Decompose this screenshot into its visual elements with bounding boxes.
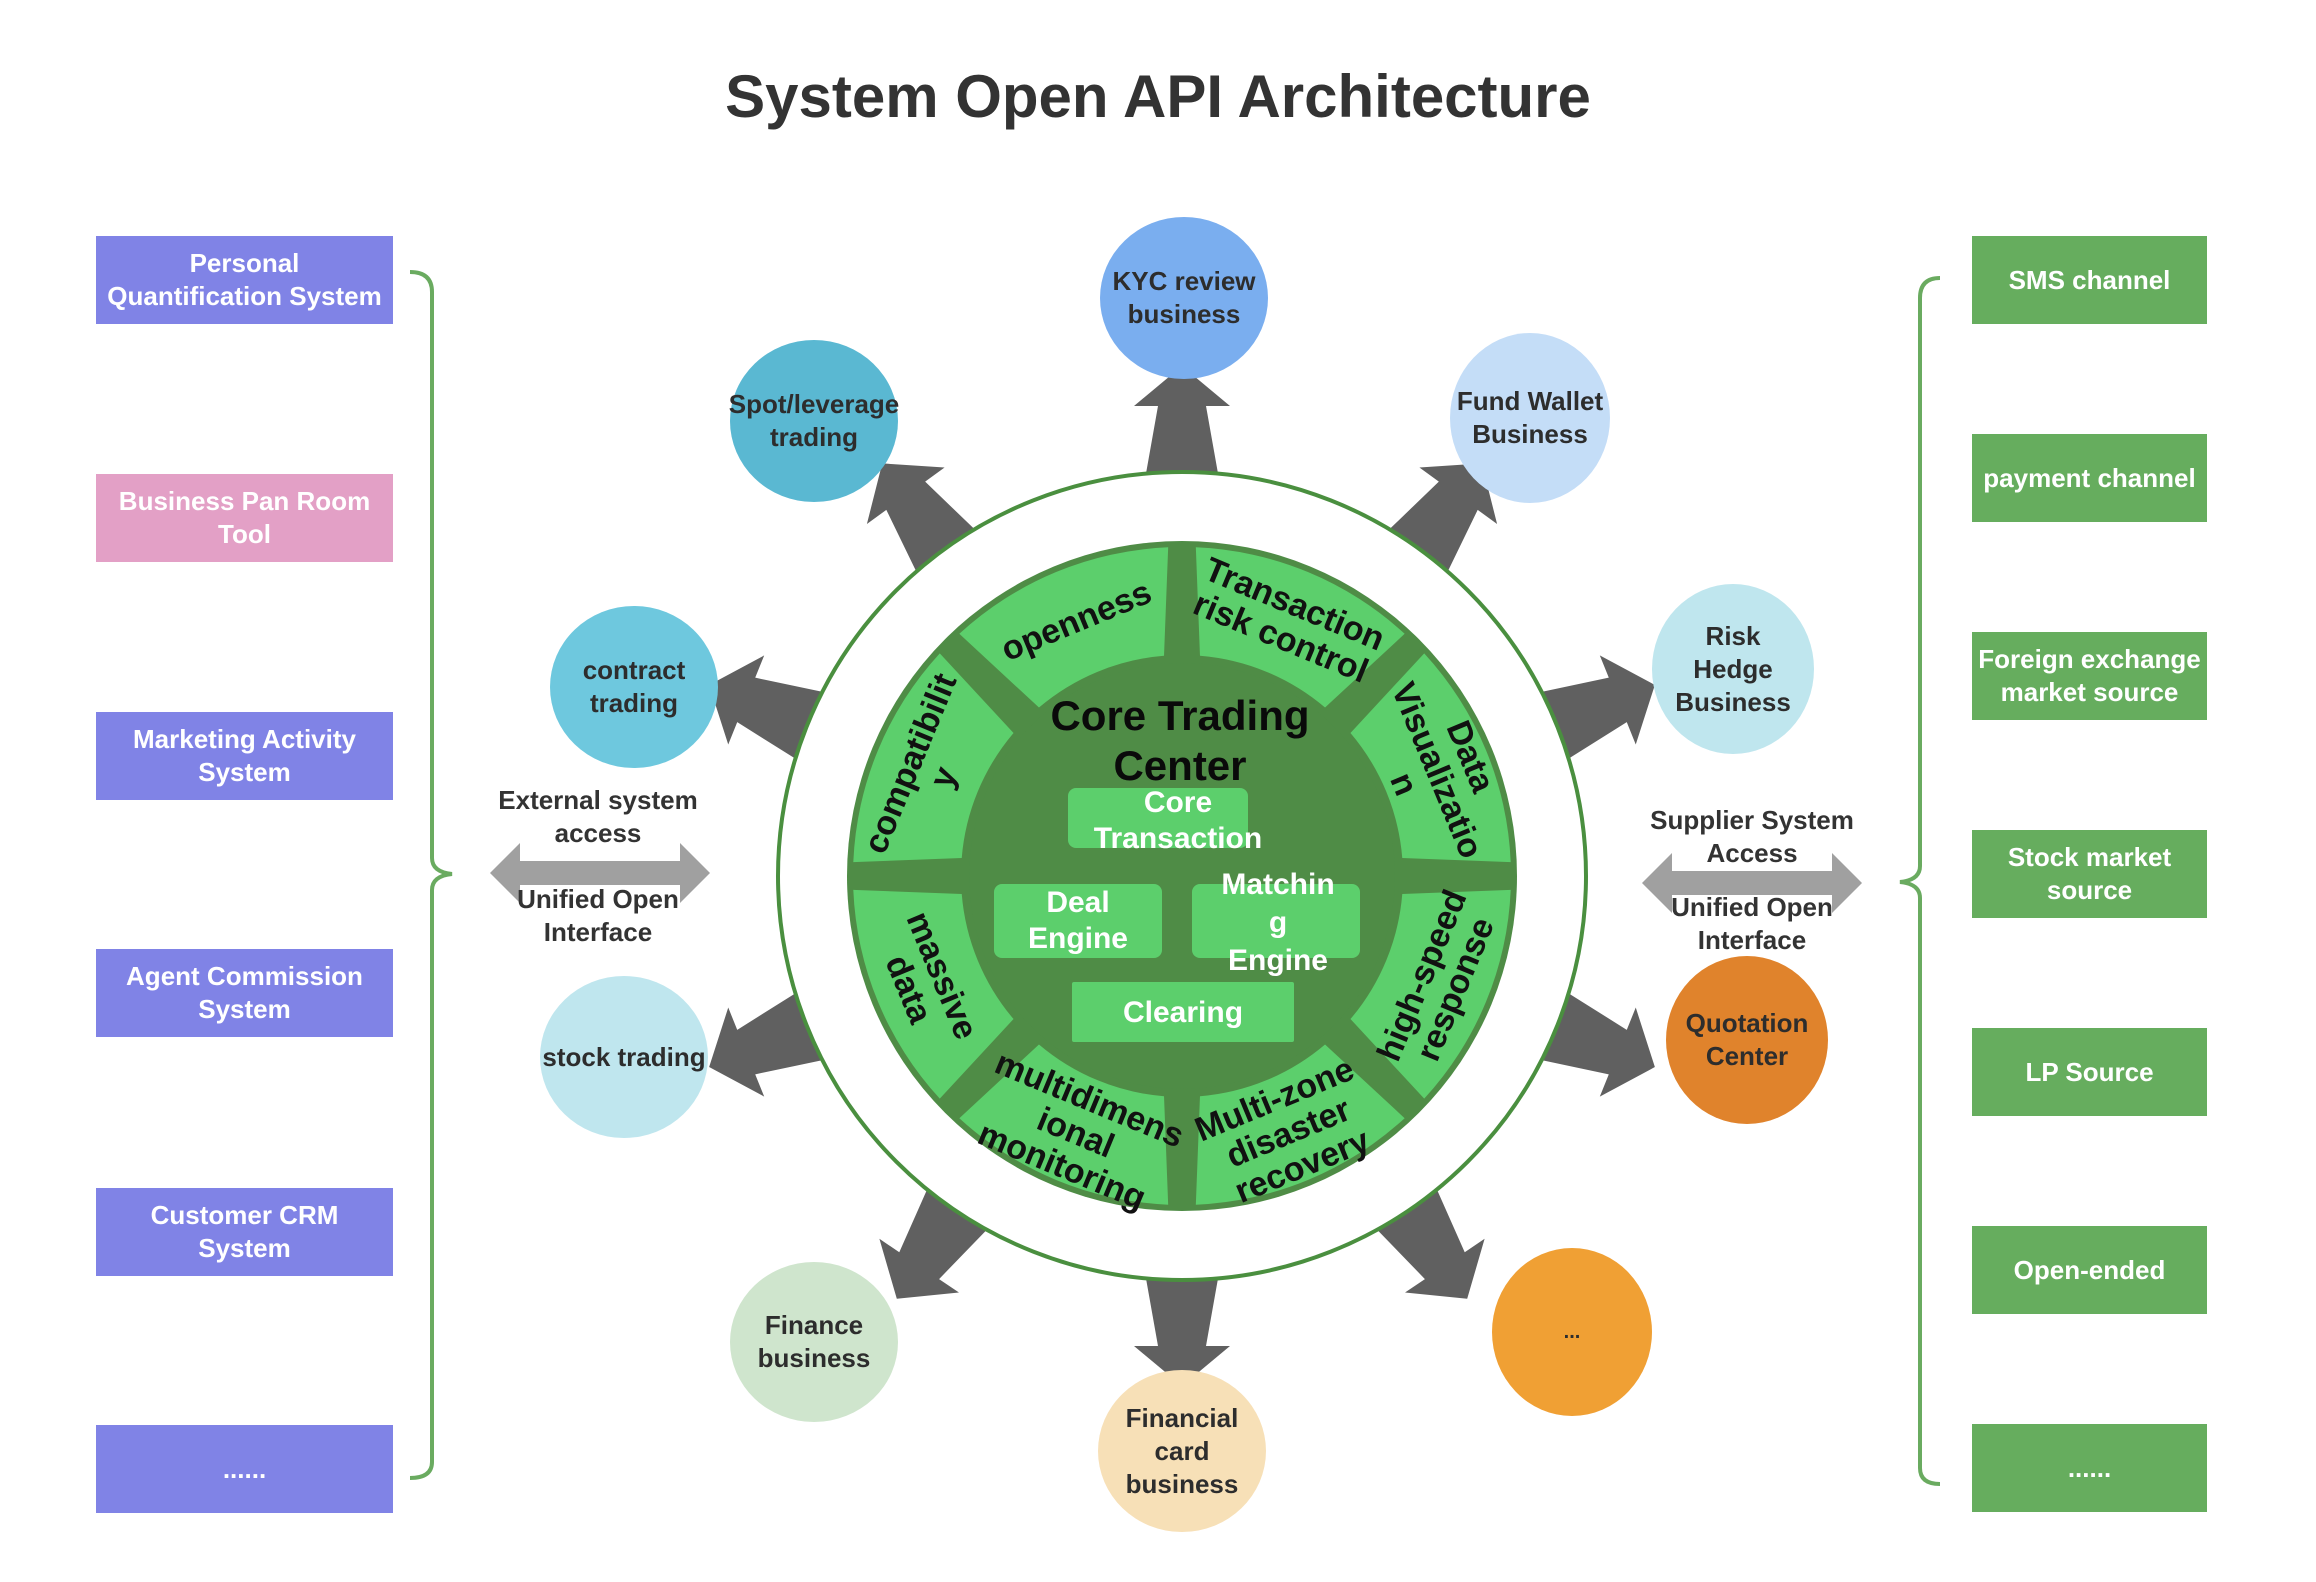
module-clearing-label: Clearing	[1123, 996, 1243, 1029]
module-clearing[interactable]: Clearing	[1072, 982, 1294, 1042]
node-quotation-center[interactable]: Quotation Center	[1666, 956, 1828, 1124]
node-fund-wallet-business[interactable]: Fund Wallet Business	[1450, 333, 1610, 503]
feature-segment-transaction-risk-control[interactable]	[1195, 547, 1405, 708]
right-system-more[interactable]: ......	[1972, 1424, 2207, 1512]
left-connector-label-bottom: Unified Open Interface	[517, 884, 679, 947]
node-finance-business[interactable]: Finance business	[730, 1262, 898, 1422]
left-system-business-pan-room[interactable]: Business Pan Room Tool	[96, 474, 393, 562]
right-connector-label-bottom: Unified Open Interface	[1671, 892, 1833, 955]
node-kyc-review-business[interactable]: KYC review business	[1100, 217, 1268, 379]
left-connector-arrow	[490, 843, 710, 903]
right-system-payment-channel[interactable]: payment channel	[1972, 434, 2207, 522]
node-financial-card-business[interactable]: Financial card business	[1098, 1370, 1266, 1532]
module-matching-engine-line3: Engine	[1228, 944, 1328, 977]
left-system-customer-crm[interactable]: Customer CRM System	[96, 1188, 393, 1276]
left-connector-label-top: External system access	[498, 785, 698, 848]
feature-segment-massive-data[interactable]	[853, 889, 1014, 1099]
core-title-line1: Core Trading	[1050, 692, 1309, 739]
left-system-more[interactable]: ......	[96, 1425, 393, 1513]
right-system-open-ended[interactable]: Open-ended	[1972, 1226, 2207, 1314]
module-deal-engine-line1: Deal	[1046, 886, 1109, 919]
node-risk-hedge-business[interactable]: Risk Hedge Business	[1652, 584, 1814, 754]
arrow-to-kyc	[1134, 366, 1230, 496]
right-connector-arrow	[1642, 853, 1862, 913]
module-core-transaction[interactable]: Core Transaction	[1068, 786, 1262, 855]
right-connector-label-top: Supplier System Access	[1650, 805, 1854, 868]
module-deal-engine[interactable]: Deal Engine	[994, 884, 1162, 958]
node-stock-trading[interactable]: stock trading	[540, 976, 708, 1138]
feature-segment-data-visualization[interactable]	[1350, 653, 1511, 863]
core-title-line2: Center	[1113, 742, 1246, 789]
module-core-transaction-line1: Core	[1144, 786, 1212, 819]
right-system-sms-channel[interactable]: SMS channel	[1972, 236, 2207, 324]
left-system-marketing-activity[interactable]: Marketing Activity System	[96, 712, 393, 800]
left-system-agent-commission[interactable]: Agent Commission System	[96, 949, 393, 1037]
node-spot-leverage-trading[interactable]: Spot/leverage trading	[729, 340, 899, 502]
module-deal-engine-line2: Engine	[1028, 922, 1128, 955]
right-system-stock-market-source[interactable]: Stock market source	[1972, 830, 2207, 918]
feature-segment-multi-zone-disaster-recovery[interactable]	[1195, 1044, 1405, 1205]
node-contract-trading[interactable]: contract trading	[550, 606, 718, 768]
feature-segment-openness[interactable]	[959, 547, 1169, 708]
feature-segment-high-speed-response[interactable]	[1350, 889, 1511, 1099]
page-title: System Open API Architecture	[725, 63, 1591, 130]
module-core-transaction-line2: Transaction	[1094, 822, 1262, 855]
module-matching-engine-line2: g	[1269, 906, 1287, 939]
module-matching-engine[interactable]: Matchin g Engine	[1192, 868, 1360, 977]
right-bracket	[1899, 276, 1941, 1486]
feature-segment-multidimensional-monitoring[interactable]	[959, 1044, 1169, 1205]
node-more[interactable]: ...	[1492, 1248, 1652, 1416]
left-system-personal-quantification[interactable]: Personal Quantification System	[96, 236, 393, 324]
feature-segment-compatibility[interactable]	[853, 653, 1014, 863]
module-matching-engine-line1: Matchin	[1221, 868, 1334, 901]
right-system-forex-market-source[interactable]: Foreign exchange market source	[1972, 632, 2207, 720]
right-system-lp-source[interactable]: LP Source	[1972, 1028, 2207, 1116]
arrow-to-financial-card	[1134, 1256, 1230, 1386]
left-bracket	[409, 270, 453, 1480]
